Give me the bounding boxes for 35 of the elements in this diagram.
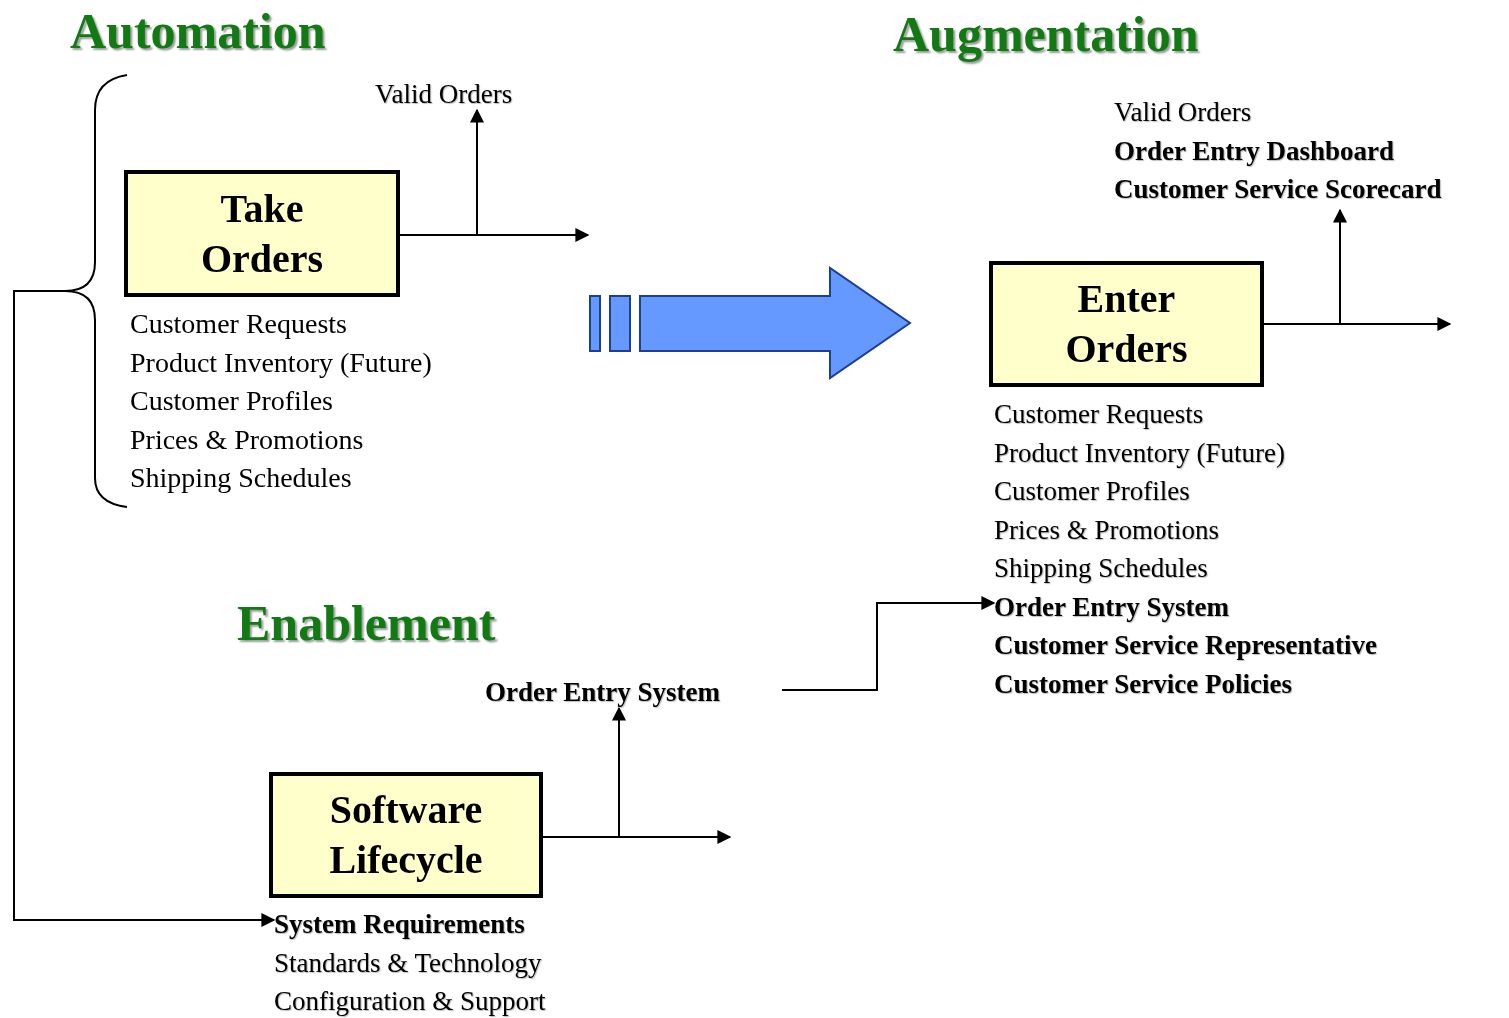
- block-arrow: [589, 266, 912, 380]
- item-text: Standards & Technology: [274, 946, 543, 980]
- item-text: Configuration & Support: [274, 985, 546, 1018]
- input-item: Product Inventory (Future): [130, 345, 432, 380]
- arrow: [399, 108, 484, 236]
- item-text: Order Entry Dashboard: [1114, 134, 1396, 168]
- box-title: Software Lifecycle: [328, 786, 484, 884]
- item-text: Order Entry System: [485, 676, 720, 709]
- item-text: Product Inventory (Future): [994, 436, 1286, 470]
- item-text: System Requirements: [274, 908, 526, 941]
- process-box: [124, 170, 400, 297]
- input-item: Customer Requests: [130, 307, 348, 341]
- input-item: Shipping Schedules: [130, 461, 353, 495]
- item-text: Order Entry System: [994, 590, 1230, 624]
- item-text: Customer Service Representative: [994, 629, 1377, 662]
- box-title: Enter Orders: [1064, 275, 1189, 373]
- process-box: [989, 261, 1264, 387]
- section-heading: Automation: [70, 6, 326, 56]
- arrow: [1263, 208, 1347, 325]
- box-title: Take Orders: [199, 184, 325, 283]
- item-text: Valid Orders: [1114, 96, 1253, 129]
- input-item: Customer Profiles: [130, 384, 334, 418]
- item-text: Valid Orders: [375, 78, 513, 111]
- item-text: Prices & Promotions: [994, 513, 1220, 547]
- arrow: [781, 596, 996, 691]
- item-text: Customer Service Policies: [994, 667, 1293, 701]
- process-box: [269, 772, 543, 898]
- arrow: [542, 706, 626, 838]
- item-text: Customer Service Scorecard: [1114, 173, 1442, 206]
- item-text: Customer Requests: [994, 398, 1205, 431]
- input-item: Prices & Promotions: [130, 422, 365, 457]
- item-text: Shipping Schedules: [994, 552, 1209, 585]
- item-text: Customer Profiles: [994, 475, 1191, 508]
- section-heading: Enablement: [237, 598, 496, 648]
- arrow: [13, 290, 276, 927]
